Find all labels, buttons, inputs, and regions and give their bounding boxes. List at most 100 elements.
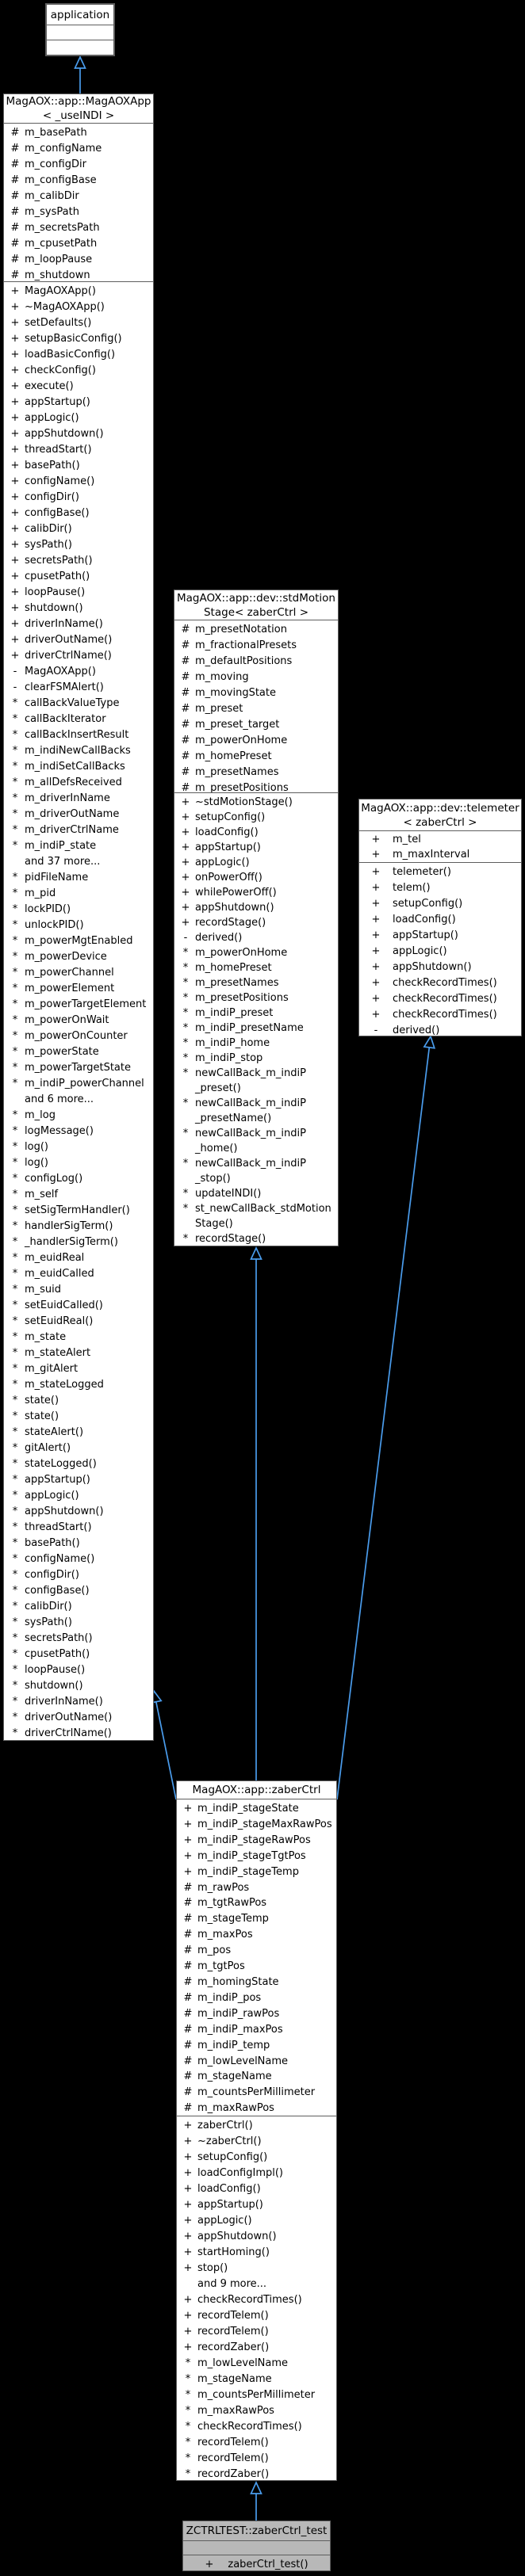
member-row: *m_stateLogged bbox=[4, 1377, 153, 1393]
member-name: zaberCtrl_test() bbox=[228, 2559, 308, 2570]
member-name: telem() bbox=[393, 882, 431, 894]
member-row: * m_euidReal bbox=[4, 1250, 153, 1266]
member-visibility-marker: + bbox=[371, 977, 381, 989]
member-visibility-marker: + bbox=[10, 412, 20, 424]
member-name: _home() bbox=[195, 1143, 238, 1154]
member-name: m_powerMgtEnabled bbox=[25, 935, 133, 947]
member-visibility-marker: # bbox=[181, 719, 190, 731]
member-row: *log() bbox=[4, 1155, 153, 1171]
member-row: *m_pid bbox=[4, 886, 153, 902]
member-row: +driverOutName() bbox=[4, 632, 153, 648]
member-row: -derived() bbox=[359, 1023, 521, 1036]
member-name: ~MagAOXApp() bbox=[25, 301, 105, 313]
member-visibility-marker: * bbox=[12, 1220, 18, 1232]
member-visibility-marker: * bbox=[12, 1712, 18, 1723]
member-name: basePath() bbox=[25, 1537, 80, 1549]
member-row: +onPowerOff() bbox=[174, 870, 338, 885]
member-name: m_euidReal bbox=[25, 1252, 85, 1264]
member-name: Stage() bbox=[195, 1218, 233, 1230]
member-row: +~stdMotionStage() bbox=[174, 795, 338, 810]
member-visibility-marker: * bbox=[12, 1569, 18, 1581]
member-row: *recordZaber() bbox=[177, 2467, 336, 2480]
member-name: setSigTermHandler() bbox=[25, 1204, 130, 1216]
member-visibility-marker: + bbox=[183, 2231, 193, 2242]
member-row: +appShutdown() bbox=[4, 426, 153, 442]
member-visibility-marker: * bbox=[12, 1252, 18, 1264]
member-name: _preset() bbox=[195, 1082, 241, 1094]
member-name: m_lowLevelName bbox=[197, 2357, 289, 2369]
member-visibility-marker: + bbox=[371, 993, 381, 1005]
member-row: #m_movingState bbox=[174, 685, 338, 701]
member-name: m_rawPos bbox=[197, 1881, 250, 1894]
member-row: *m_homePreset bbox=[174, 960, 338, 975]
member-visibility-marker: + bbox=[181, 902, 190, 914]
member-name: m_indiP_state bbox=[25, 840, 97, 852]
member-visibility-marker: # bbox=[183, 1960, 193, 1973]
member-visibility-marker: # bbox=[181, 671, 190, 683]
member-row: _stop() bbox=[174, 1171, 338, 1186]
member-name: stateLogged() bbox=[25, 1458, 97, 1470]
member-visibility-marker: + bbox=[10, 460, 20, 471]
class-methods: +zaberCtrl()+~zaberCtrl()+setupConfig()+… bbox=[177, 2116, 336, 2480]
member-visibility-marker: + bbox=[10, 285, 20, 297]
member-visibility-marker: * bbox=[182, 1203, 189, 1215]
inheritance-arrow-test-to-zaberctrl bbox=[250, 2480, 262, 2521]
member-row: #m_maxPos bbox=[177, 1927, 336, 1943]
member-name: callBackValueType bbox=[25, 697, 120, 709]
member-name: secretsPath() bbox=[25, 1632, 93, 1644]
member-name: stateAlert() bbox=[25, 1426, 84, 1438]
member-name: driverInName() bbox=[25, 618, 103, 630]
member-name: m_homePreset bbox=[195, 750, 272, 762]
member-name: threadStart() bbox=[25, 1521, 92, 1533]
member-name: _presetName() bbox=[195, 1112, 272, 1124]
member-visibility-marker: * bbox=[12, 1442, 18, 1454]
member-name: m_log bbox=[25, 1109, 56, 1121]
member-row: #m_powerOnHome bbox=[174, 733, 338, 749]
member-visibility-marker: + bbox=[181, 872, 190, 883]
member-name: m_driverOutName bbox=[25, 808, 120, 820]
member-visibility-marker: # bbox=[10, 238, 20, 250]
member-name: state() bbox=[25, 1410, 59, 1422]
member-name: configLog() bbox=[25, 1173, 83, 1185]
member-name: m_indiP_stageTemp bbox=[197, 1865, 299, 1878]
member-row: #m_rawPos bbox=[177, 1880, 336, 1896]
member-name: m_sysPath bbox=[25, 206, 79, 218]
member-name: loadConfigImpl() bbox=[197, 2167, 283, 2179]
member-name: appStartup() bbox=[197, 2199, 263, 2211]
member-visibility-marker: * bbox=[185, 2452, 191, 2464]
class-box-application[interactable]: application bbox=[45, 3, 115, 56]
member-name: whilePowerOff() bbox=[195, 887, 277, 899]
member-visibility-marker: * bbox=[182, 1128, 189, 1139]
class-box-telemeter[interactable]: MagAOX::app::dev::telemeter< zaberCtrl >… bbox=[358, 799, 522, 1036]
member-row: *recordTelem() bbox=[177, 2435, 336, 2451]
member-name: setupConfig() bbox=[197, 2151, 268, 2163]
member-name: appStartup() bbox=[25, 396, 90, 408]
member-row: +m_maxInterval bbox=[359, 848, 521, 863]
member-row: +loadBasicConfig() bbox=[4, 347, 153, 363]
member-name: callBackInsertResult bbox=[25, 729, 129, 741]
member-visibility-marker: * bbox=[182, 1037, 189, 1049]
member-row: *log() bbox=[4, 1139, 153, 1155]
member-row: *driverInName() bbox=[4, 1694, 153, 1710]
member-row: +recordStage() bbox=[174, 915, 338, 930]
member-row: *m_powerElement bbox=[4, 981, 153, 997]
member-name: m_tel bbox=[393, 834, 421, 845]
class-box-zaberctrl[interactable]: MagAOX::app::zaberCtrl + m_indiP_stageSta… bbox=[176, 1780, 337, 2481]
member-name: setEuidCalled() bbox=[25, 1299, 103, 1311]
member-visibility-marker: + bbox=[183, 1849, 193, 1862]
member-name: m_indiP_rawPos bbox=[197, 2007, 280, 2020]
class-box-magaoxapp[interactable]: MagAOX::app::MagAOXApp< _useINDI > #m_ba… bbox=[3, 93, 154, 1741]
class-box-zaberctrl-test[interactable]: ZCTRLTEST::zaberCtrl_test +zaberCtrl_tes… bbox=[182, 2521, 331, 2571]
member-name: startHoming() bbox=[197, 2246, 270, 2258]
member-visibility-marker: * bbox=[12, 808, 18, 820]
member-row: *state() bbox=[4, 1393, 153, 1409]
member-name: m_moving bbox=[195, 671, 249, 683]
member-row: +checkRecordTimes() bbox=[359, 975, 521, 991]
member-name: m_indiP_stageState bbox=[197, 1803, 299, 1815]
class-title-line: MagAOX::app::zaberCtrl bbox=[192, 1784, 321, 1796]
member-name: derived() bbox=[393, 1025, 440, 1036]
class-title-line: MagAOX::app::dev::telemeter bbox=[361, 801, 519, 815]
member-row: #m_defaultPositions bbox=[174, 654, 338, 670]
class-methods-empty bbox=[47, 40, 113, 55]
